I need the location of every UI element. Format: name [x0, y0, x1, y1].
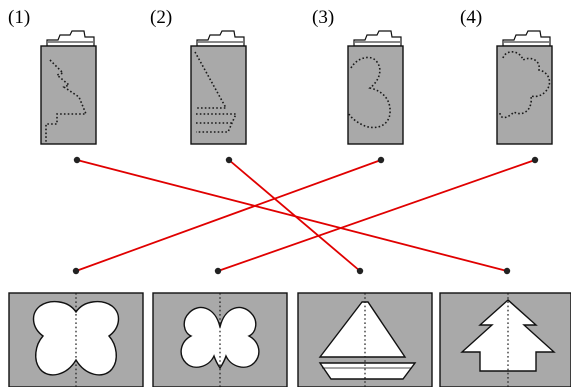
top-dot-2	[225, 156, 233, 164]
connector-2-to-3	[228, 159, 361, 272]
top-dot-3	[377, 156, 385, 164]
connector-lines	[75, 159, 536, 272]
top-dot-4	[531, 156, 539, 164]
top-card-4	[496, 30, 553, 145]
label-3: (3)	[312, 7, 335, 28]
top-card-1	[40, 30, 97, 145]
label-1: (1)	[8, 7, 31, 28]
top-card-2	[190, 30, 247, 145]
cutout-sailboat	[297, 292, 433, 387]
bottom-dot-2	[214, 267, 222, 275]
connector-dots	[72, 156, 539, 275]
top-dot-1	[73, 156, 81, 164]
bottom-dot-4	[503, 267, 511, 275]
label-4: (4)	[460, 7, 483, 28]
bottom-dot-1	[72, 267, 80, 275]
bottom-dot-3	[356, 267, 364, 275]
top-card-3	[347, 30, 404, 145]
connector-3-to-1	[75, 159, 382, 272]
cutout-pine-tree	[439, 292, 571, 387]
connector-4-to-2	[217, 159, 536, 272]
cutout-four-leaf-clover	[152, 292, 288, 387]
label-2: (2)	[150, 7, 173, 28]
connector-1-to-4	[76, 159, 508, 272]
cutout-butterfly	[8, 292, 144, 387]
